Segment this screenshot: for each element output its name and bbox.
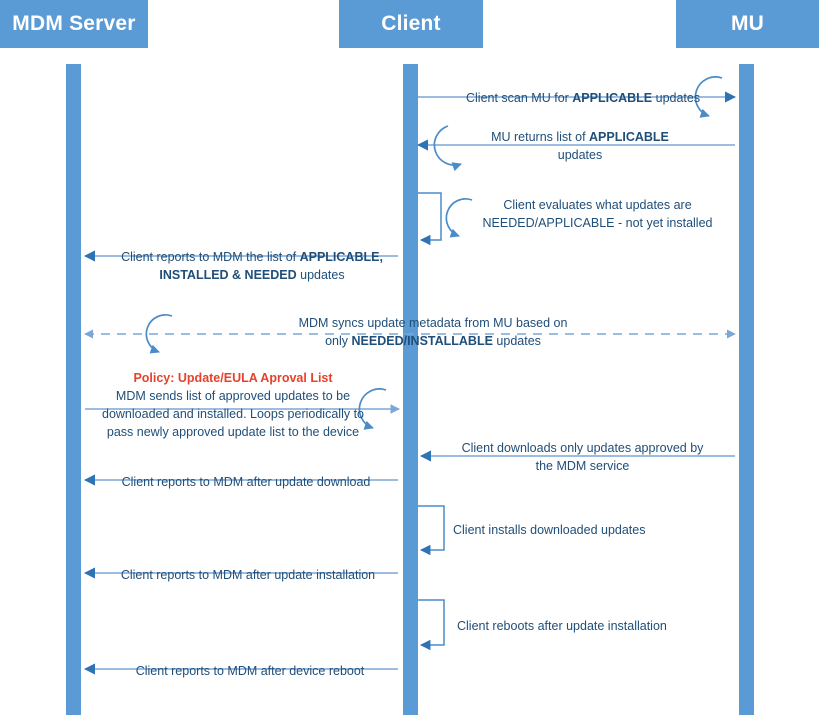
m3-text: Client evaluates what updates are NEEDED…	[482, 198, 713, 231]
m1-text-part-1: APPLICABLE	[572, 91, 653, 105]
m8-text: Client reports to MDM after update downl…	[121, 475, 371, 489]
message-arrow-m3-self	[418, 192, 473, 246]
m4-text-part-1: APPLICABLE, INSTALLED & NEEDED	[159, 250, 383, 283]
message-label-m12: Client reports to MDM after device reboo…	[126, 662, 374, 680]
lifeline-client	[403, 64, 418, 715]
actor-label-mu: MU	[730, 12, 765, 35]
message-label-m9: Client installs downloaded updates	[453, 521, 653, 539]
actor-header-client[interactable]: Client	[339, 0, 483, 48]
message-label-m6: Policy: Update/EULA Aproval List MDM sen…	[102, 369, 364, 442]
m10-text: Client reports to MDM after update insta…	[120, 568, 376, 582]
message-label-m1: Client scan MU for APPLICABLE updates	[466, 89, 700, 107]
actor-label-client: Client	[381, 12, 441, 35]
lifeline-mu	[739, 64, 754, 715]
m5-text-part-2: updates	[492, 334, 541, 349]
actor-header-mu[interactable]: MU	[676, 0, 819, 48]
message-label-m10: Client reports to MDM after update insta…	[112, 566, 384, 584]
message-label-m8: Client reports to MDM after update downl…	[115, 473, 377, 491]
m11-text: Client reboots after update installation	[457, 619, 667, 633]
m12-text: Client reports to MDM after device reboo…	[135, 664, 365, 678]
actor-label-mdm-server: MDM Server	[12, 12, 136, 35]
m4-text-part-2: updates	[296, 268, 345, 283]
m5-text-part-1: NEEDED/INSTALLABLE	[351, 334, 493, 349]
m7-text: Client downloads only updates approved b…	[461, 441, 704, 474]
m4-text-part-0: Client reports to MDM the list of	[121, 250, 300, 264]
message-label-m3: Client evaluates what updates are NEEDED…	[480, 196, 715, 232]
message-arrow-m11-self	[418, 599, 445, 651]
message-label-m7: Client downloads only updates approved b…	[460, 439, 705, 475]
m9-text: Client installs downloaded updates	[453, 523, 646, 537]
m1-text-part-2: updates	[652, 91, 701, 105]
m2-text-part-2: updates	[557, 148, 603, 163]
message-arrow-m9-self	[418, 505, 445, 556]
message-label-m5: MDM syncs update metadata from MU based …	[288, 314, 578, 350]
actor-header-mdm-server[interactable]: MDM Server	[0, 0, 148, 48]
m1-text-part-0: Client scan MU for	[466, 91, 573, 105]
m5-text-part-0: MDM syncs update metadata from MU based …	[298, 316, 568, 349]
message-label-m4: Client reports to MDM the list of APPLIC…	[108, 248, 396, 284]
m2-text-part-1: APPLICABLE	[589, 130, 669, 144]
message-label-m11: Client reboots after update installation	[457, 617, 672, 635]
policy-annotation: Policy: Update/EULA Aproval List	[133, 371, 333, 385]
message-label-m2: MU returns list of APPLICABLE updates	[484, 128, 676, 164]
lifeline-mdm-server	[66, 64, 81, 715]
m6-text: MDM sends list of approved updates to be…	[102, 389, 364, 440]
m2-text-part-0: MU returns list of	[491, 130, 590, 144]
